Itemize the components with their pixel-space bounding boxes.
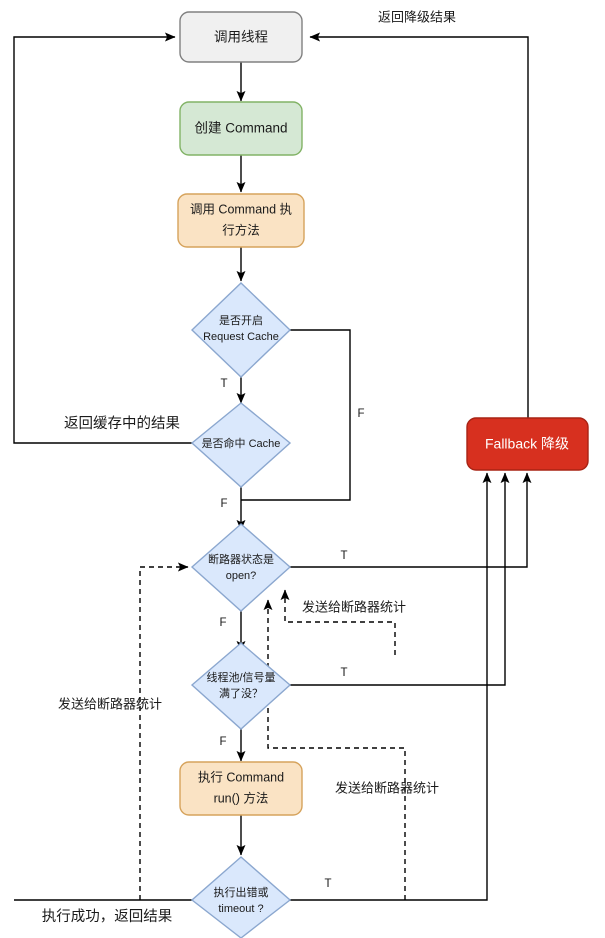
edge-fallback-to-caller: [309, 32, 529, 418]
node-create-command-shape: [179, 101, 303, 156]
edge-breaker-true-to-fallback: [289, 472, 532, 568]
label-send-metrics-pool: 发送给断路器统计: [58, 696, 162, 711]
label-success-return: 执行成功，返回结果: [42, 908, 173, 925]
node-pool-full-label-line2: 满了没？: [219, 687, 263, 700]
node-request-cache-label-line1: 是否开启: [219, 314, 263, 327]
node-hit-cache-decision[interactable]: 是否命中 Cache: [190, 402, 292, 488]
label-return-fallback-result: 返回降级结果: [378, 9, 456, 24]
node-error-timeout-label-line2: timeout ?: [218, 903, 263, 915]
edge-error-true-to-fallback: [289, 472, 492, 901]
label-reqcache-false: F: [357, 408, 364, 420]
node-error-timeout-label-line1: 执行出错或: [214, 885, 269, 899]
node-pool-full-decision[interactable]: 线程池/信号量 满了没？: [190, 642, 292, 730]
label-breaker-false: F: [219, 617, 226, 629]
node-run-method-shape: [179, 761, 303, 816]
node-invoke-command[interactable]: 调用 Command 执 行方法: [177, 193, 305, 248]
node-run-method-label-line1: 执行 Command: [198, 770, 284, 784]
node-request-cache-decision[interactable]: 是否开启 Request Cache: [190, 282, 292, 378]
node-request-cache-label-line2: Request Cache: [203, 331, 279, 343]
node-create-command[interactable]: 创建 Command: [179, 101, 303, 156]
node-invoke-command-shape: [177, 193, 305, 248]
node-error-timeout-decision[interactable]: 执行出错或 timeout ?: [190, 856, 292, 938]
node-run-method[interactable]: 执行 Command run() 方法: [179, 761, 303, 816]
label-send-metrics-breaker: 发送给断路器统计: [302, 599, 406, 614]
label-hitcache-false: F: [220, 498, 227, 510]
label-pool-true: T: [340, 667, 347, 679]
edge-reqcache-false: [241, 329, 351, 501]
node-circuit-breaker-decision-shape: [190, 523, 292, 612]
node-caller-thread-label: 调用线程: [214, 30, 268, 45]
node-invoke-command-label-line1: 调用 Command 执: [190, 202, 293, 216]
node-create-command-label: 创建 Command: [194, 121, 287, 136]
node-fallback[interactable]: Fallback 降级: [466, 417, 589, 471]
node-error-timeout-decision-shape: [190, 856, 292, 938]
node-fallback-label: Fallback 降级: [485, 436, 569, 452]
node-circuit-breaker-decision[interactable]: 断路器状态是 open?: [190, 523, 292, 612]
node-fallback-shape: [466, 417, 589, 471]
label-send-metrics-run: 发送给断路器统计: [335, 780, 439, 795]
node-pool-full-decision-shape: [190, 642, 292, 730]
node-caller-thread-shape: [179, 11, 303, 63]
edge-return-cached-result: [13, 32, 193, 444]
edge-metrics-run-to-breaker: [263, 599, 406, 900]
node-circuit-breaker-label-line1: 断路器状态是: [208, 552, 274, 566]
node-run-method-label-line2: run() 方法: [214, 790, 269, 805]
label-return-cached-result: 返回缓存中的结果: [64, 415, 180, 432]
node-caller-thread[interactable]: 调用线程: [179, 11, 303, 63]
edge-metrics-left-to-breaker: [139, 562, 189, 900]
node-hit-cache-label-line1: 是否命中 Cache: [202, 436, 281, 450]
label-pool-false: F: [219, 736, 226, 748]
node-hit-cache-decision-shape: [190, 402, 292, 488]
node-invoke-command-label-line2: 行方法: [222, 222, 260, 237]
node-circuit-breaker-label-line2: open?: [226, 570, 257, 582]
label-error-true: T: [324, 878, 331, 890]
edge-pool-true-to-fallback: [289, 472, 510, 686]
label-reqcache-true: T: [220, 378, 227, 390]
label-breaker-true: T: [340, 550, 347, 562]
node-request-cache-decision-shape: [190, 282, 292, 378]
node-pool-full-label-line1: 线程池/信号量: [206, 670, 275, 684]
